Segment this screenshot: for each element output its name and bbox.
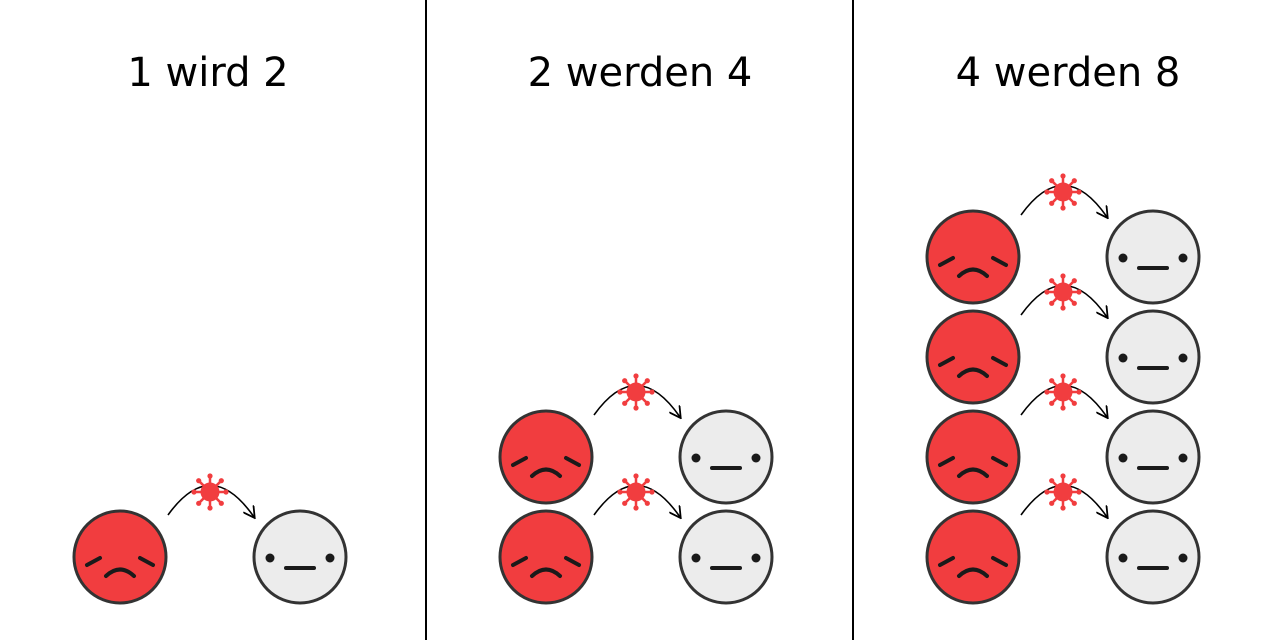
neutral-face-icon (678, 509, 774, 605)
virus-icon (617, 473, 655, 511)
sad-face-icon (498, 409, 594, 505)
panel-title: 1 wird 2 (127, 50, 288, 96)
sad-face-icon (498, 509, 594, 605)
transmission-pair (925, 473, 1201, 605)
transmission-pair (925, 373, 1201, 505)
transmission-pair (925, 173, 1201, 305)
neutral-face-icon (252, 509, 348, 605)
virus-icon (1044, 473, 1082, 511)
virus-icon (1044, 173, 1082, 211)
panel-3: 4 werden 8 (925, 50, 1201, 605)
virus-icon (1044, 273, 1082, 311)
panel-title: 2 werden 4 (528, 50, 753, 96)
transmission-pair (72, 473, 348, 605)
sad-face-icon (925, 309, 1021, 405)
neutral-face-icon (1105, 509, 1201, 605)
virus-icon (191, 473, 229, 511)
transmission-pair (925, 273, 1201, 405)
virus-icon (1044, 373, 1082, 411)
panel-1: 1 wird 2 (72, 50, 348, 605)
neutral-face-icon (1105, 409, 1201, 505)
neutral-face-icon (1105, 209, 1201, 305)
panel-2: 2 werden 4 (498, 50, 774, 605)
sad-face-icon (925, 209, 1021, 305)
virus-icon (617, 373, 655, 411)
neutral-face-icon (1105, 309, 1201, 405)
transmission-pair (498, 373, 774, 505)
transmission-pair (498, 473, 774, 605)
neutral-face-icon (678, 409, 774, 505)
sad-face-icon (925, 509, 1021, 605)
panel-title: 4 werden 8 (956, 50, 1181, 96)
sad-face-icon (72, 509, 168, 605)
sad-face-icon (925, 409, 1021, 505)
